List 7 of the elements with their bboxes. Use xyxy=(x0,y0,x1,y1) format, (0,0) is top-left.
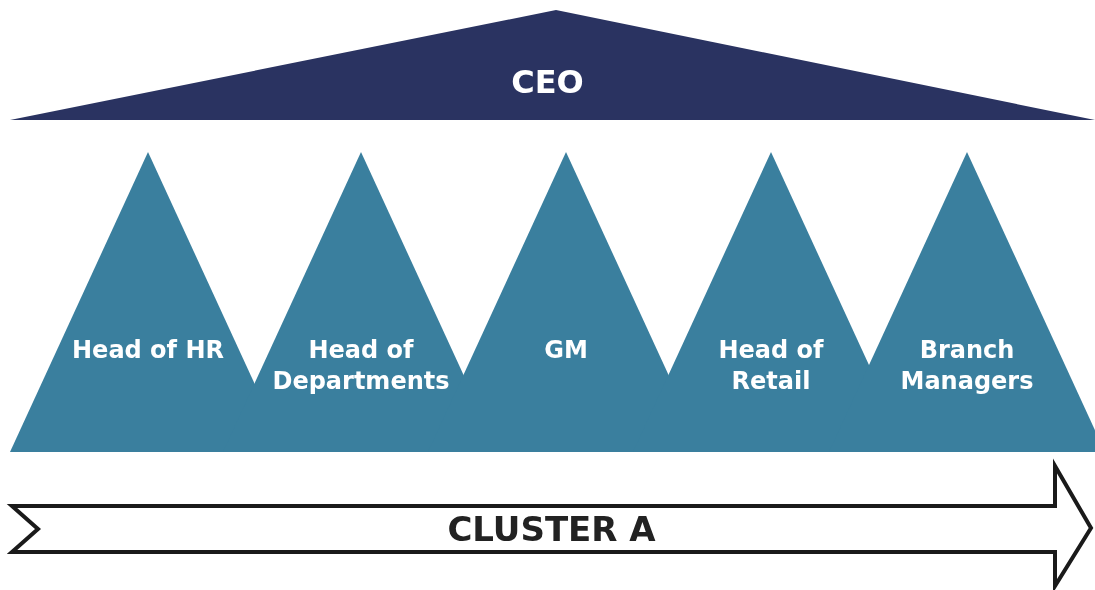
node-label: Head of Retail xyxy=(717,335,825,398)
node-label: CLUSTER A xyxy=(446,508,657,551)
node-label: Branch Managers xyxy=(899,335,1035,398)
node-label: GM xyxy=(543,335,589,366)
node-label: CEO xyxy=(510,62,585,103)
node-label: Head of HR xyxy=(71,335,225,366)
node-label: Head of Departments xyxy=(271,335,451,398)
